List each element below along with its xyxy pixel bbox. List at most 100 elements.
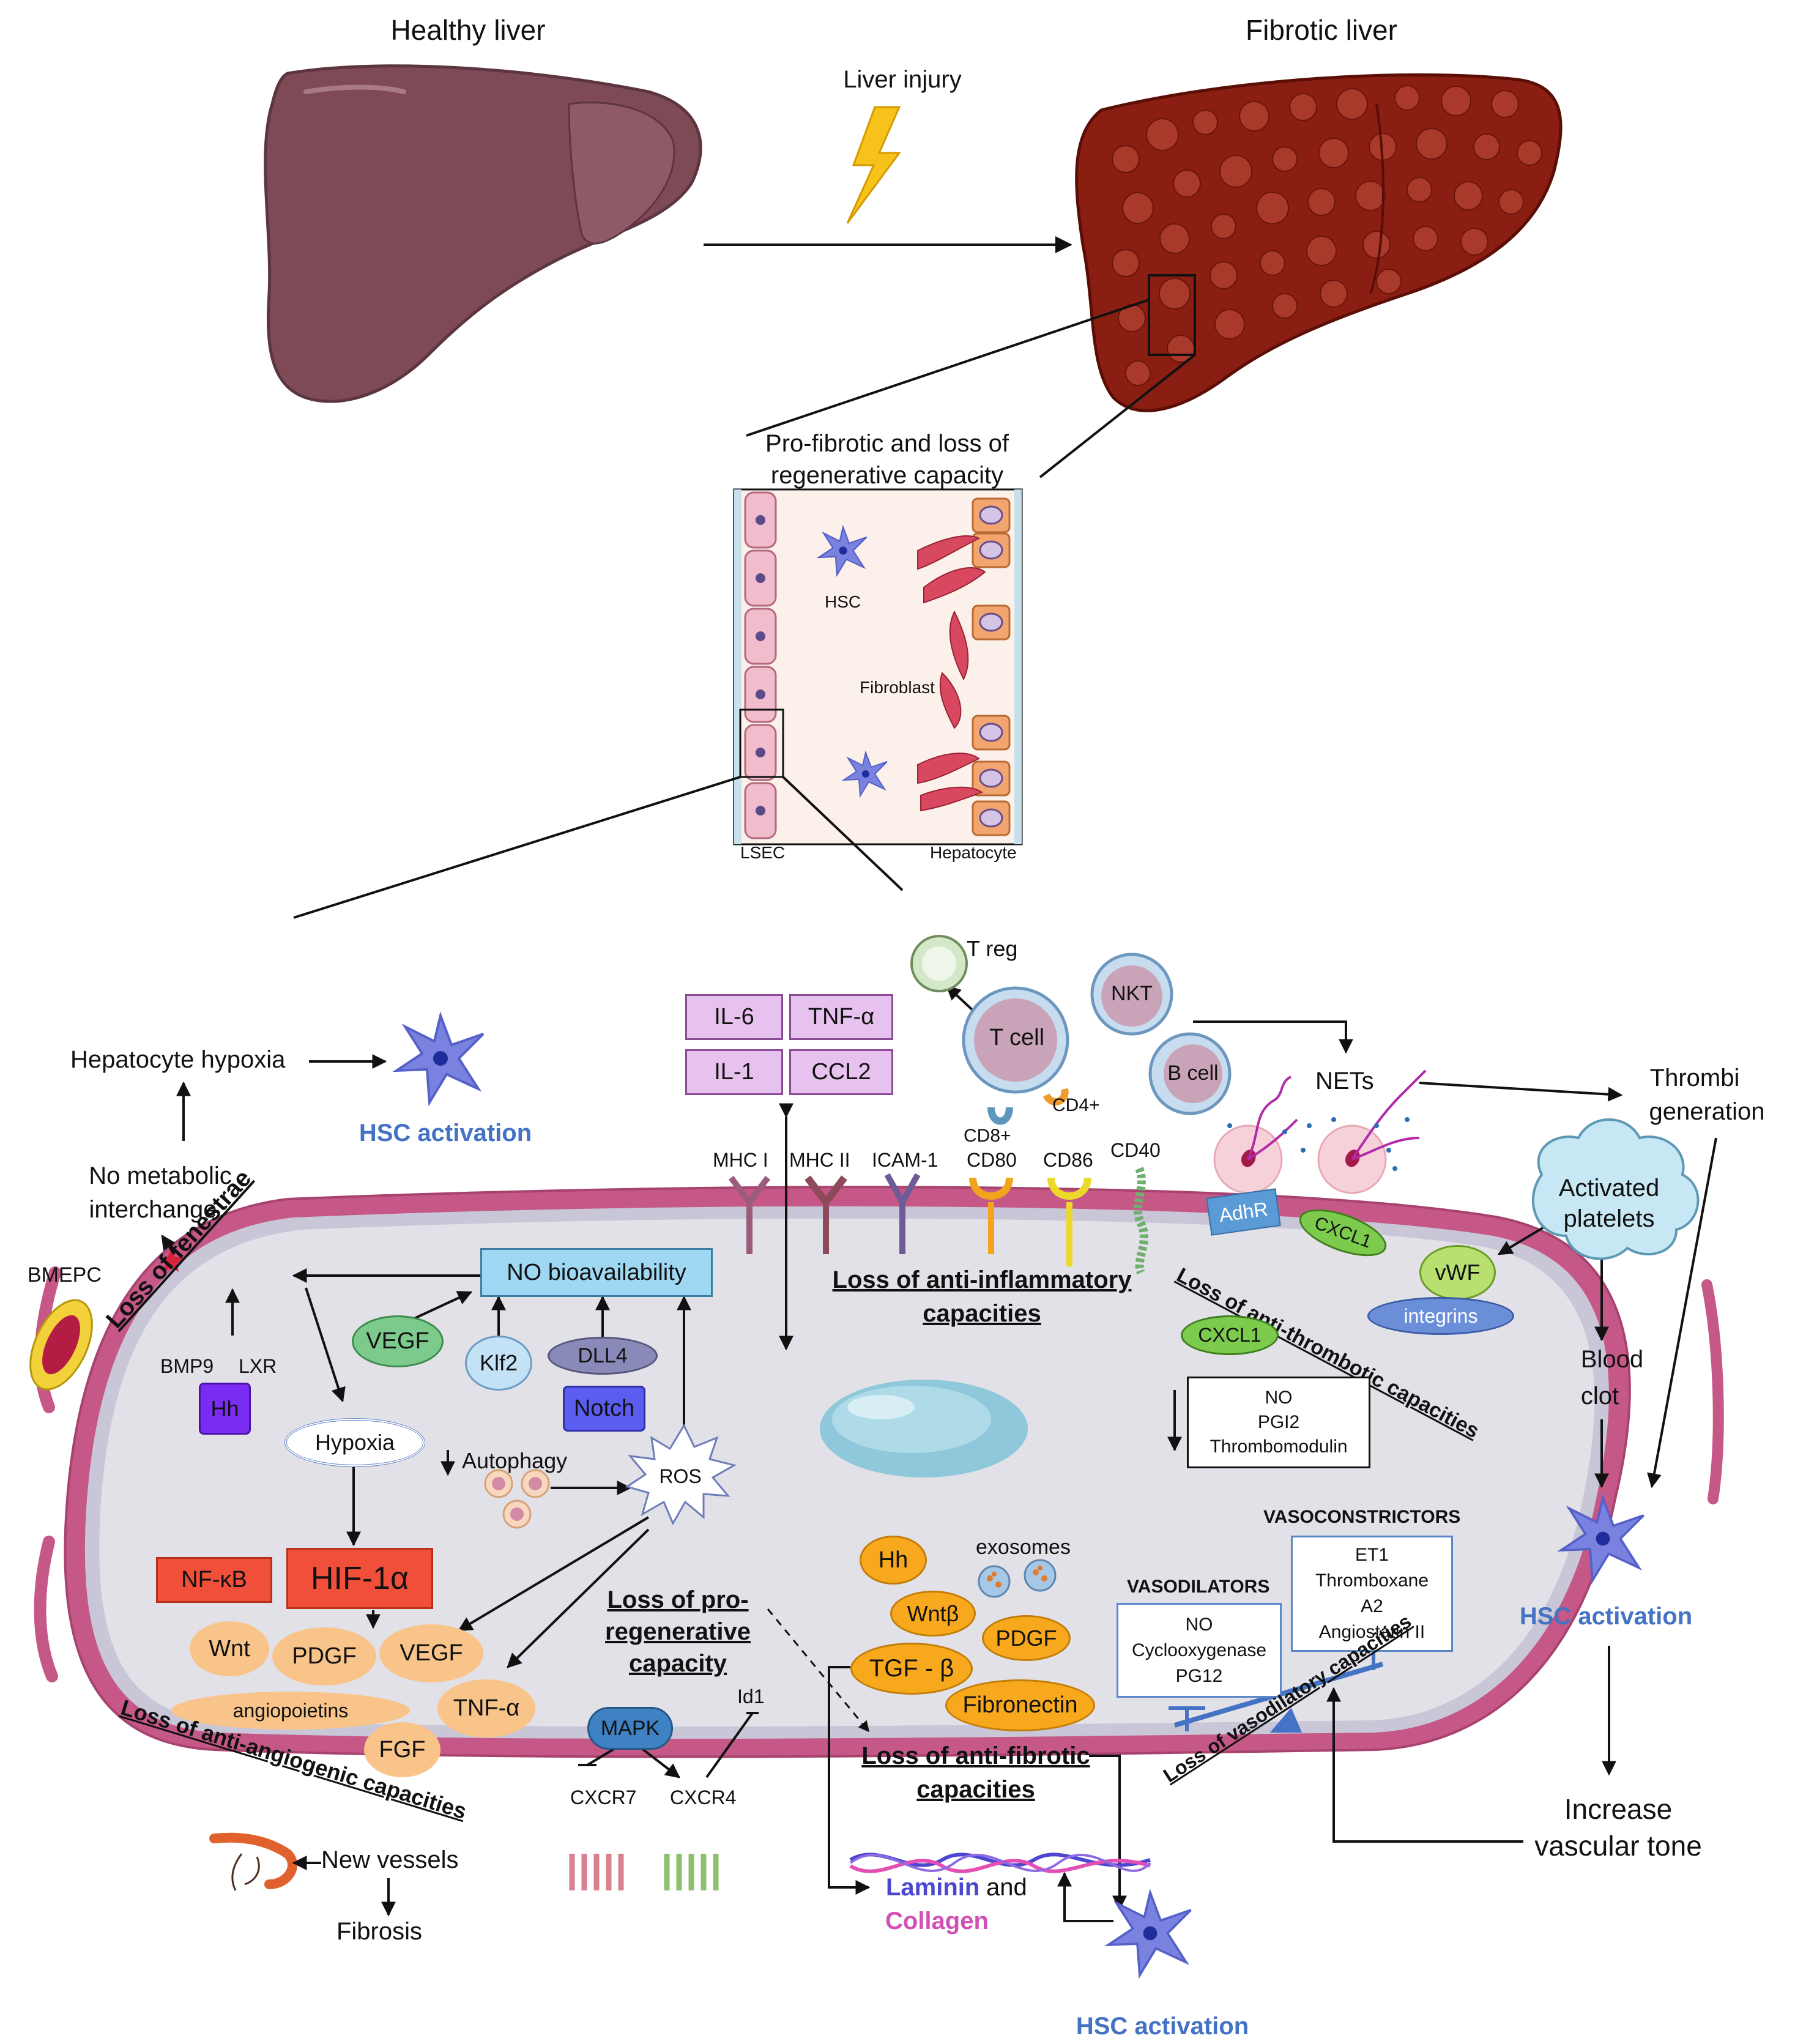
- laminin-label: Laminin: [886, 1874, 980, 1901]
- ros-burst: [625, 1423, 737, 1526]
- treg-label: T reg: [967, 936, 1018, 961]
- loss-antifibrotic-1: Loss of anti-fibrotic: [861, 1742, 1090, 1769]
- inset-fibroblast-label: Fibroblast: [860, 678, 935, 697]
- liver-injury-label: Liver injury: [843, 66, 962, 93]
- nets-label: NETs: [1315, 1068, 1374, 1094]
- mhc2-receptor: [805, 1175, 847, 1254]
- vc-item: ET1: [1355, 1545, 1389, 1565]
- vasodilators-title: VASODILATORS: [1127, 1577, 1270, 1597]
- icam1-label: ICAM-1: [872, 1149, 938, 1171]
- fibrotic-liver: [1075, 73, 1563, 412]
- fibrosis-label: Fibrosis: [336, 1918, 423, 1945]
- loss-proregenerative-1: Loss of pro-: [607, 1586, 749, 1613]
- tgf-beta-ellipse: TGF - β: [850, 1643, 973, 1695]
- blood-clot-label-1: Blood: [1580, 1346, 1644, 1373]
- vegf-ellipse-left: VEGF: [379, 1624, 483, 1682]
- vc-item: A2: [1361, 1596, 1383, 1616]
- new-vessels-label: New vessels: [321, 1846, 459, 1873]
- sinusoid-inset: [733, 488, 1023, 845]
- tcell-label: T cell: [989, 1025, 1045, 1050]
- cd4-label: CD4+: [1052, 1095, 1100, 1115]
- cxcr4-label: CXCR4: [670, 1786, 737, 1808]
- loss-antifibrotic-2: capacities: [916, 1776, 1035, 1803]
- cd86-label: CD86: [1043, 1149, 1093, 1171]
- pdgf-ellipse-fibrotic: PDGF: [982, 1615, 1071, 1661]
- cd40-receptor: [1134, 1167, 1148, 1275]
- profibrotic-label-1: Pro-fibrotic and loss of: [765, 430, 1009, 457]
- pgi2-factor: PGI2: [1257, 1412, 1300, 1432]
- platelets-cloud: [1531, 1118, 1700, 1260]
- wnt-beta-ellipse: Wntβ: [890, 1591, 976, 1637]
- fibrotic-liver-title: Fibrotic liver: [1246, 14, 1397, 46]
- integrins-ellipse: integrins: [1367, 1297, 1514, 1335]
- new-vessel-icon: [209, 1832, 297, 1891]
- no-metabolic-label-2: interchange: [89, 1196, 217, 1223]
- wnt-ellipse: Wnt: [190, 1621, 269, 1676]
- notch-box: Notch: [563, 1386, 645, 1432]
- hepatocyte-hypoxia-label: Hepatocyte hypoxia: [70, 1046, 286, 1073]
- bmp9-label: BMP9: [160, 1355, 214, 1377]
- cd40-label: CD40: [1110, 1139, 1161, 1161]
- blood-clot-label-2: clot: [1580, 1383, 1619, 1410]
- cxcr7-label: CXCR7: [570, 1786, 637, 1808]
- ccl2-box: CCL2: [789, 1049, 893, 1095]
- and-label: and: [986, 1874, 1027, 1901]
- cd86-receptor: [1047, 1177, 1091, 1266]
- hh-ellipse: Hh: [860, 1536, 927, 1585]
- il6-box: IL-6: [685, 994, 783, 1040]
- increase-label-2: vascular tone: [1534, 1830, 1702, 1862]
- thrombomodulin-factor: Thrombomodulin: [1210, 1436, 1348, 1457]
- thrombi-label-1: Thrombi: [1649, 1065, 1740, 1091]
- vc-item: Thromboxane: [1315, 1570, 1429, 1591]
- cd80-receptor: [969, 1177, 1013, 1254]
- hsc-activation-label-right: HSC activation: [1519, 1603, 1693, 1630]
- cxcl1-ellipse: CXCL1: [1181, 1315, 1279, 1355]
- vc-item: Angiostatin II: [1318, 1622, 1425, 1642]
- collagen-label: Collagen: [885, 1908, 989, 1934]
- vasoconstrictors-box: ET1 Thromboxane A2 Angiostatin II: [1291, 1536, 1453, 1652]
- increase-label-1: Increase: [1564, 1793, 1673, 1825]
- activated-label-1: Activated: [1558, 1175, 1660, 1202]
- lxr-label: LXR: [239, 1355, 277, 1377]
- id1-label: Id1: [737, 1685, 765, 1708]
- icam1-receptor: [884, 1173, 921, 1254]
- mhc2-label: MHC II: [789, 1149, 850, 1171]
- vwf-ellipse: vWF: [1419, 1245, 1496, 1300]
- cxcr7-receptor: [569, 1854, 624, 1890]
- thrombi-label-2: generation: [1649, 1098, 1765, 1125]
- vd-item: PG12: [1175, 1665, 1223, 1686]
- bmepc-label: BMEPC: [28, 1263, 102, 1287]
- tnfa-box: TNF-α: [789, 994, 893, 1040]
- ros-label: ROS: [659, 1465, 702, 1487]
- il1-box: IL-1: [685, 1049, 783, 1095]
- hsc-activation-label-bottom: HSC activation: [1076, 2013, 1249, 2040]
- fibronectin-ellipse: Fibronectin: [945, 1679, 1095, 1731]
- exosomes-label: exosomes: [976, 1536, 1071, 1559]
- pdgf-ellipse: PDGF: [272, 1627, 376, 1685]
- vasoconstrictors-title: VASOCONSTRICTORS: [1263, 1507, 1461, 1527]
- thrombo-factors-box: NO PGI2 Thrombomodulin: [1187, 1377, 1370, 1468]
- inset-hepatocyte-label: Hepatocyte: [930, 843, 1017, 862]
- no-metabolic-label-1: No metabolic: [89, 1162, 232, 1189]
- mhc1-receptor: [729, 1176, 770, 1254]
- nkt-cell: [1090, 953, 1173, 1036]
- block-star-icon: [159, 1248, 184, 1272]
- cd80-label: CD80: [967, 1149, 1017, 1171]
- loss-proregenerative-2: regenerative: [605, 1618, 751, 1645]
- hypoxia-ellipse: Hypoxia: [284, 1418, 425, 1467]
- b-cell: [1148, 1032, 1232, 1115]
- inset-hsc-label: HSC: [825, 592, 861, 611]
- cxcr4-receptor: [664, 1854, 719, 1890]
- loss-antiinflammatory-1: Loss of anti-inflammatory: [832, 1266, 1132, 1293]
- loss-antiinflammatory-2: capacities: [923, 1300, 1041, 1327]
- nets-neutrophils: [1213, 1069, 1427, 1194]
- bcell-label: B cell: [1167, 1061, 1219, 1085]
- cd8-label: CD8+: [964, 1126, 1011, 1146]
- mapk-ellipse: MAPK: [587, 1707, 673, 1750]
- bmepc-cell: [29, 1299, 93, 1391]
- hsc-activation-label-left: HSC activation: [359, 1120, 532, 1146]
- hif1a-box: HIF-1α: [286, 1548, 433, 1609]
- nkt-label: NKT: [1111, 982, 1153, 1005]
